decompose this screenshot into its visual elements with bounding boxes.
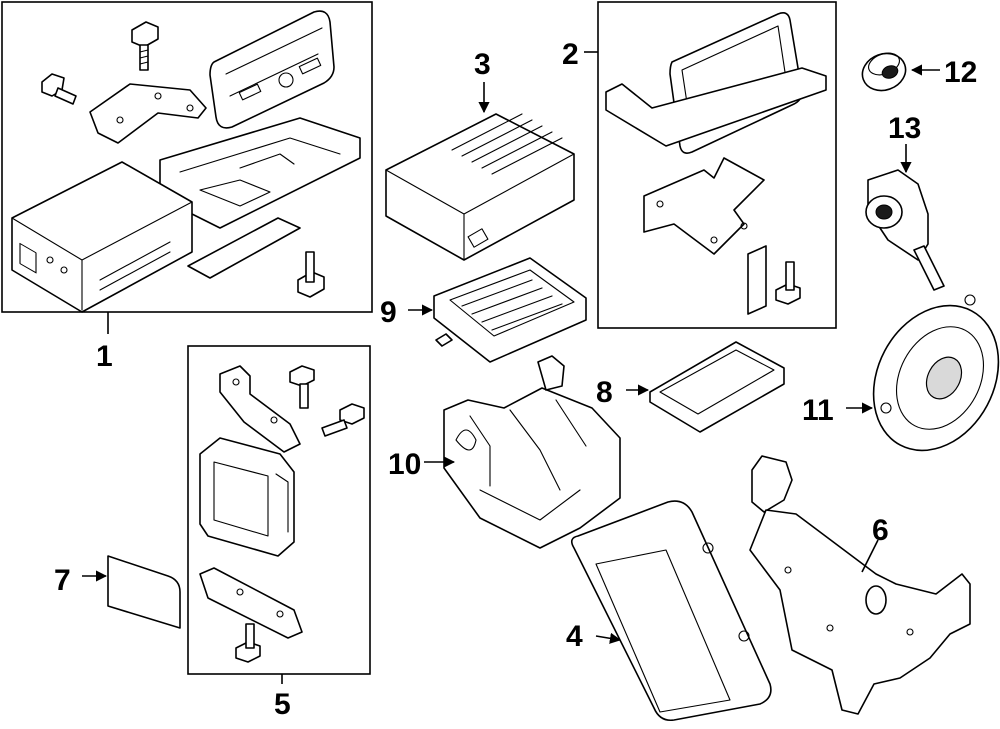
display-bracket	[643, 157, 765, 255]
bolt-icon	[131, 21, 159, 71]
part-4-display-unit	[570, 500, 772, 722]
callout-12: 12	[944, 56, 977, 89]
part-3-amplifier	[385, 82, 575, 261]
bolt-icon	[321, 403, 365, 437]
callout-7: 7	[54, 564, 71, 597]
display-bezel	[605, 67, 827, 147]
part-9-module	[408, 257, 587, 363]
callout-8: 8	[596, 376, 613, 409]
group-5-frame	[187, 345, 371, 675]
callout-1: 1	[96, 340, 113, 373]
control-unit	[199, 437, 295, 557]
bottom-bracket	[199, 567, 303, 639]
part-group-5	[187, 345, 371, 684]
callout-13: 13	[888, 112, 921, 145]
part-11-speaker	[846, 294, 1000, 452]
l-bracket	[747, 245, 767, 315]
mounting-strip	[187, 217, 301, 279]
callout-3: 3	[474, 48, 491, 81]
part-group-1	[1, 1, 373, 334]
bolt-icon	[289, 365, 315, 409]
part-6-antenna-bracket	[749, 455, 971, 715]
callout-4: 4	[566, 620, 583, 653]
bolt-icon	[41, 73, 77, 105]
part-13-sensor	[865, 144, 945, 291]
console-trim	[159, 117, 361, 229]
part-12-grommet	[861, 52, 940, 92]
part-group-2	[584, 1, 837, 329]
callout-6: 6	[872, 514, 889, 547]
top-bracket	[219, 365, 301, 453]
bolt-icon	[297, 251, 325, 298]
callout-11: 11	[802, 394, 834, 427]
bolt-icon	[235, 623, 261, 663]
group-2-frame	[597, 1, 837, 329]
callout-5: 5	[274, 688, 291, 721]
part-8-card	[626, 341, 785, 433]
callout-2: 2	[562, 38, 579, 71]
control-panel	[209, 10, 335, 129]
control-module	[11, 161, 193, 313]
group-1-frame	[1, 1, 373, 313]
bolt-icon	[775, 261, 801, 305]
part-7-pad	[82, 555, 181, 629]
part-10-bracket-assembly	[424, 355, 621, 549]
mounting-bracket	[89, 83, 207, 144]
callout-9: 9	[380, 296, 397, 329]
callout-10: 10	[388, 448, 421, 481]
